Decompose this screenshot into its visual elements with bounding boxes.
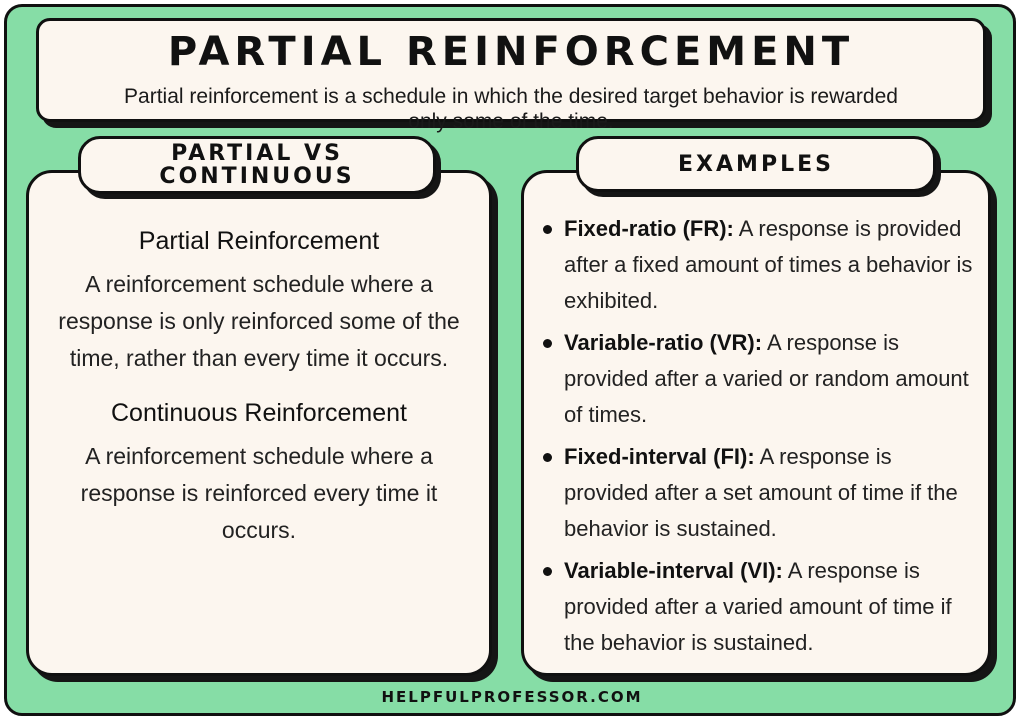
bullet-icon [543, 339, 552, 348]
footer-site-link[interactable]: HELPFULPROFESSOR.COM [381, 688, 643, 706]
continuous-description: A reinforcement schedule where a respons… [80, 443, 438, 543]
list-item: Fixed-ratio (FR): A response is provided… [534, 211, 980, 319]
examples-panel: Fixed-ratio (FR): A response is provided… [521, 170, 991, 676]
example-term: Variable-ratio (VR): [564, 330, 763, 355]
partial-vs-continuous-label: PARTIAL VS CONTINUOUS [78, 136, 436, 194]
list-item: Variable-ratio (VR): A response is provi… [534, 325, 980, 433]
examples-label: EXAMPLES [576, 136, 936, 192]
example-text: A response is provided after a varied or… [564, 330, 969, 427]
title-card: PARTIAL REINFORCEMENT Partial reinforcem… [36, 18, 986, 133]
example-text: A response is provided after a set amoun… [564, 444, 958, 541]
bullet-icon [543, 453, 552, 462]
label-line-2: CONTINUOUS [159, 164, 355, 189]
page-title: PARTIAL REINFORCEMENT [167, 29, 855, 75]
page-subtitle: Partial reinforcement is a schedule in w… [124, 85, 898, 133]
list-item: Variable-interval (VI): A response is pr… [534, 553, 980, 661]
bullet-icon [543, 567, 552, 576]
list-item: Fixed-interval (FI): A response is provi… [534, 439, 980, 547]
partial-description: A reinforcement schedule where a respons… [58, 271, 460, 371]
bullet-icon [543, 225, 552, 234]
example-term: Fixed-ratio (FR): [564, 216, 734, 241]
example-text: A response is provided after a fixed amo… [564, 216, 973, 313]
partial-heading: Partial Reinforcement [138, 227, 380, 255]
example-term: Fixed-interval (FI): [564, 444, 755, 469]
example-text: A response is provided after a varied am… [564, 558, 952, 655]
continuous-heading: Continuous Reinforcement [111, 399, 407, 427]
example-term: Variable-interval (VI): [564, 558, 783, 583]
examples-list: Fixed-ratio (FR): A response is provided… [534, 211, 980, 667]
label-line-1: PARTIAL VS [171, 141, 343, 166]
partial-vs-continuous-panel: Partial Reinforcement A reinforcement sc… [26, 170, 492, 676]
